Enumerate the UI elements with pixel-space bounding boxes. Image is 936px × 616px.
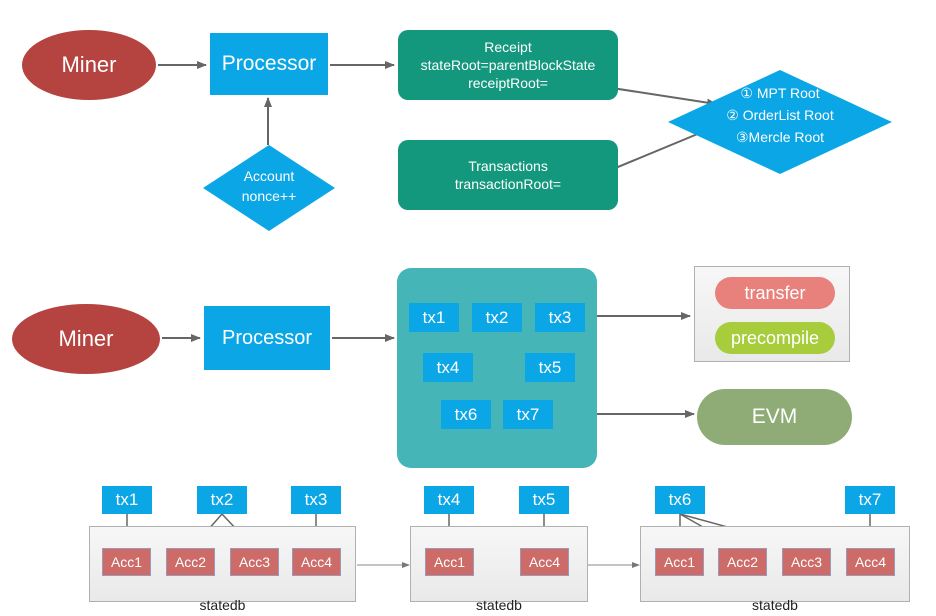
group1-acc1: Acc1	[102, 548, 151, 576]
miner-node: Miner	[22, 30, 156, 100]
evm-node: EVM	[697, 389, 852, 445]
cluster-tx2: tx2	[472, 303, 522, 332]
statedb-label-3: statedb	[752, 597, 798, 613]
receipt-line-3: receiptRoot=	[468, 75, 548, 91]
receipt-line-1: Receipt	[484, 39, 532, 55]
account-line-2: nonce++	[241, 188, 297, 204]
statedb-label-1: statedb	[199, 597, 246, 613]
account-label: Account nonce++	[213, 166, 325, 206]
miner2-node: Miner	[12, 304, 160, 374]
group3-acc4: Acc4	[846, 548, 895, 576]
statedb-label-2: statedb	[476, 597, 522, 613]
bottom-tx6: tx6	[655, 486, 705, 514]
processor-node: Processor	[210, 33, 328, 95]
roots-line-2: ② OrderList Root	[726, 107, 834, 123]
bottom-tx4: tx4	[424, 486, 474, 514]
transactions-box: Transactions transactionRoot=	[398, 140, 618, 210]
group1-acc3: Acc3	[230, 548, 279, 576]
receipt-box: Receipt stateRoot=parentBlockState recei…	[398, 30, 618, 100]
cluster-tx6: tx6	[441, 400, 491, 429]
group1-acc4: Acc4	[292, 548, 341, 576]
group3-acc1: Acc1	[655, 548, 704, 576]
cluster-tx5: tx5	[525, 353, 575, 382]
precompile-pill: precompile	[715, 322, 835, 354]
roots-line-3: ③Mercle Root	[735, 129, 825, 145]
roots-label: ① MPT Root ② OrderList Root ③Mercle Root	[700, 82, 860, 148]
processor2-node: Processor	[204, 306, 330, 370]
group1-acc2: Acc2	[166, 548, 215, 576]
group2-acc1: Acc1	[425, 548, 474, 576]
transfer-pill: transfer	[715, 277, 835, 309]
bottom-tx3: tx3	[291, 486, 341, 514]
cluster-tx3: tx3	[535, 303, 585, 332]
account-line-1: Account	[243, 168, 295, 184]
bottom-tx5: tx5	[519, 486, 569, 514]
cluster-tx7: tx7	[503, 400, 553, 429]
bottom-tx7: tx7	[845, 486, 895, 514]
cluster-tx4: tx4	[423, 353, 473, 382]
roots-diamond	[668, 70, 892, 174]
cluster-tx1: tx1	[409, 303, 459, 332]
group3-acc2: Acc2	[718, 548, 767, 576]
group2-acc4: Acc4	[520, 548, 569, 576]
group3-acc3: Acc3	[782, 548, 831, 576]
transactions-line-1: Transactions	[468, 158, 548, 174]
roots-line-1: ① MPT Root	[740, 85, 820, 101]
account-diamond	[203, 145, 335, 231]
transactions-line-2: transactionRoot=	[454, 176, 562, 192]
bottom-tx2: tx2	[197, 486, 247, 514]
bottom-tx1: tx1	[102, 486, 152, 514]
receipt-line-2: stateRoot=parentBlockState	[420, 57, 596, 73]
